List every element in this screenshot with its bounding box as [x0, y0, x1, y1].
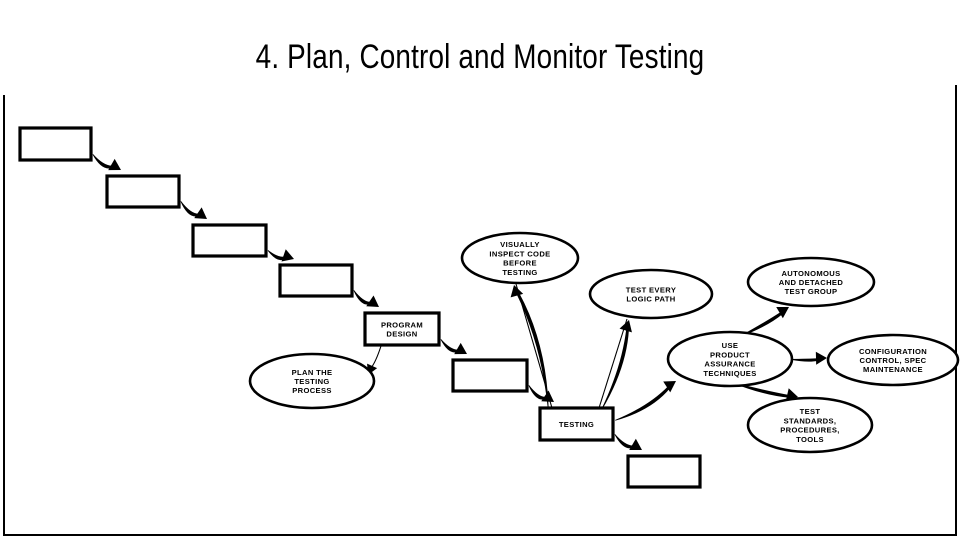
oval-visual-inspect-label-line: VISUALLY: [500, 240, 540, 249]
node-box-3[interactable]: [191, 223, 268, 258]
oval-logic-path-label-line: TEST EVERY: [626, 285, 676, 294]
slide-frame-right-border: [955, 85, 957, 535]
oval-visual-inspect-label-line: BEFORE: [503, 259, 537, 268]
oval-product-assurance-label-line: TECHNIQUES: [703, 369, 756, 378]
oval-product-assurance-label-line: ASSURANCE: [704, 360, 755, 369]
connector-testing-to-logic-path: [601, 320, 632, 411]
oval-config-control-label-line: MAINTENANCE: [863, 365, 923, 374]
oval-test-standards-label-line: STANDARDS,: [784, 416, 837, 425]
oval-test-group-label-line: AND DETACHED: [779, 278, 844, 287]
tether-testing-logic-path: [598, 318, 628, 409]
oval-test-group-label-line: TEST GROUP: [785, 287, 838, 296]
connector-testing-to-visual-inspect: [510, 285, 549, 410]
oval-test-standards-label-line: TOOLS: [796, 435, 824, 444]
oval-config-control-label-line: CONTROL, SPEC: [860, 356, 927, 365]
connector-product-assurance-to-test-group: [740, 307, 789, 337]
oval-plan-testing-label-line: PLAN THE: [292, 368, 333, 377]
tether-testing-visual-inspect: [515, 283, 553, 409]
connector-box-3-to-box-4: [267, 249, 294, 262]
connector-product-assurance-to-config-control: [790, 351, 827, 365]
connector-box-2-to-box-3: [180, 201, 207, 219]
slide-frame-bottom-border: [3, 534, 957, 536]
oval-test-standards-label-line: TEST: [800, 407, 821, 416]
page-title: 4. Plan, Control and Monitor Testing: [255, 38, 705, 76]
oval-product-assurance-label-line: PRODUCT: [710, 350, 750, 359]
connector-box-4-to-box-program-design: [353, 290, 379, 307]
node-box-6[interactable]: [626, 454, 702, 489]
box-program-design-label-line: DESIGN: [386, 330, 417, 339]
oval-logic-path-label-line: LOGIC PATH: [626, 295, 675, 304]
node-box-testing[interactable]: TESTING: [538, 406, 615, 442]
oval-config-control-label-line: CONFIGURATION: [859, 347, 927, 356]
box-testing-label-line: TESTING: [559, 420, 594, 429]
oval-plan-testing-label-line: TESTING: [294, 377, 329, 386]
connector-box-program-design-to-box-5: [440, 339, 467, 355]
oval-visual-inspect-label-line: TESTING: [502, 268, 537, 277]
node-box-1[interactable]: [18, 126, 93, 162]
oval-test-standards-label-line: PROCEDURES,: [780, 426, 840, 435]
node-box-4[interactable]: [278, 263, 354, 298]
oval-test-group-label-line: AUTONOMOUS: [781, 269, 840, 278]
oval-product-assurance-label-line: USE: [722, 341, 739, 350]
connector-box-1-to-box-2: [92, 154, 121, 171]
connector-box-testing-to-box-6: [614, 434, 642, 450]
box-program-design-label-line: PROGRAM: [381, 320, 423, 329]
oval-visual-inspect-label-line: INSPECT CODE: [489, 249, 550, 258]
slide-frame-left-border: [3, 95, 5, 535]
connector-box-5-to-box-testing: [528, 385, 554, 402]
diagram-connections: [92, 154, 827, 450]
oval-plan-testing-label-line: PROCESS: [292, 386, 332, 395]
node-box-2[interactable]: [105, 174, 181, 209]
node-box-5[interactable]: [451, 358, 529, 393]
connector-testing-to-product-assurance: [615, 381, 676, 421]
